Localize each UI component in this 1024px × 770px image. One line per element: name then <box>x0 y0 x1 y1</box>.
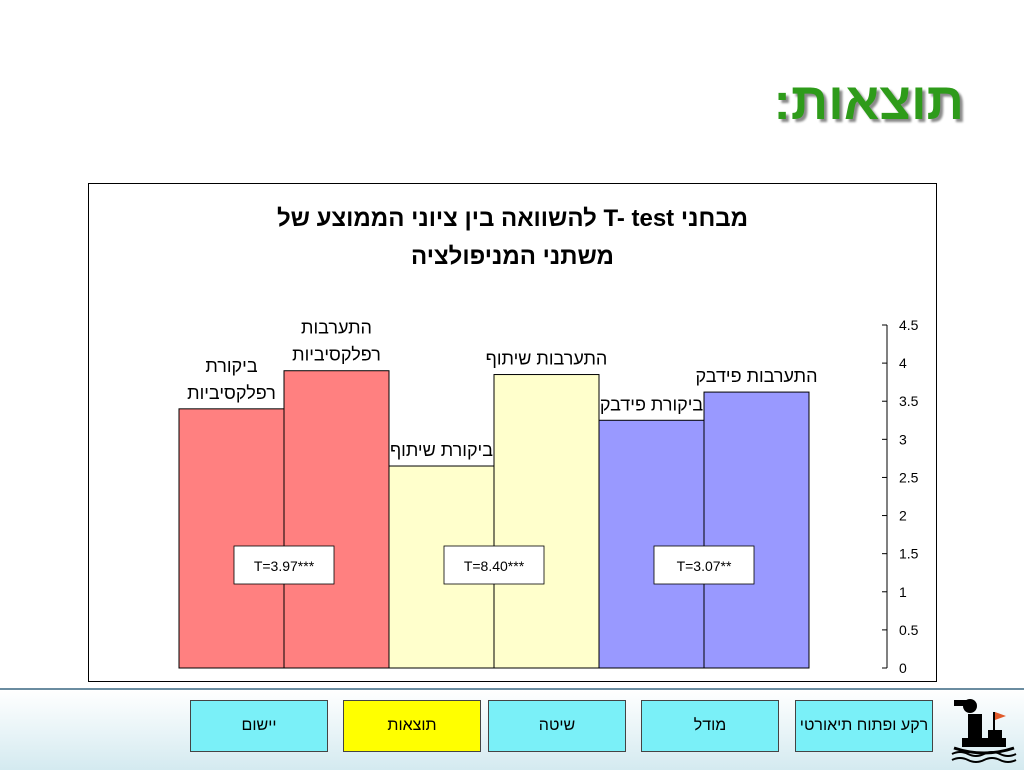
y-axis-tick-label: 4.5 <box>899 317 919 333</box>
bar-category-label: ביקורת פידבק <box>600 394 704 414</box>
y-axis-tick-label: 3.5 <box>899 393 919 409</box>
lookout-ship-icon[interactable] <box>948 694 1020 764</box>
t-test-box <box>233 545 335 585</box>
chart-frame: 0 0.5 1 1.5 2 2.5 3 3.5 4 4.5 ביקורת רפלקסיביות התער… <box>88 183 937 682</box>
bar-chart: 0 0.5 1 1.5 2 2.5 3 3.5 4 4.5 ביקורת רפלקסיביות התער… <box>178 317 919 676</box>
nav-button-results[interactable]: תוצאות <box>343 700 481 752</box>
chart-title-line-1: מבחני T- test להשוואה בין ציוני הממוצע ש… <box>276 205 749 232</box>
t-test-label: T=3.97*** <box>254 558 315 574</box>
slide-title: תוצאות: <box>773 73 964 131</box>
bar <box>703 391 810 669</box>
bar-category-label: ביקורת <box>205 356 257 376</box>
y-axis-tick-label: 2.5 <box>899 469 919 485</box>
bar-category-label: רפלקסיביות <box>292 345 381 365</box>
nav-button-background[interactable]: רקע ופתוח תיאורטי <box>795 700 933 752</box>
t-test-label: T=8.40*** <box>464 558 525 574</box>
y-axis-tick-label: 3 <box>899 431 907 447</box>
y-axis-tick-label: 4 <box>899 355 907 371</box>
nav-button-model[interactable]: מודל <box>641 700 779 752</box>
chart-title: מבחני T- test להשוואה בין ציוני הממוצע ש… <box>89 200 936 276</box>
nav-button-application[interactable]: יישום <box>190 700 328 752</box>
y-axis-tick-label: 0.5 <box>899 622 919 638</box>
t-test-box <box>653 545 755 585</box>
bar-category-label: התערבות שיתוף <box>486 349 608 369</box>
bar <box>598 419 705 669</box>
y-axis-tick-label: 1.5 <box>899 546 919 562</box>
y-axis-tick-label: 1 <box>899 584 907 600</box>
bar-category-label: רפלקסיביות <box>187 383 276 403</box>
bar <box>283 370 390 669</box>
navigation-bar: יישום תוצאות שיטה מודל רקע ופתוח תיאורטי <box>0 688 1024 770</box>
y-axis-tick-label: 0 <box>899 660 907 676</box>
bar-category-label: ביקורת שיתוף <box>390 440 493 460</box>
t-test-label: T=3.07** <box>677 558 732 574</box>
bar <box>493 374 600 669</box>
bar <box>178 408 285 669</box>
bar-category-label: התערבות <box>301 318 372 338</box>
bar-category-label: התערבות פידבק <box>695 366 817 386</box>
chart-title-line-2: משתני המניפולציה <box>411 243 614 270</box>
nav-button-method[interactable]: שיטה <box>488 700 626 752</box>
y-axis-tick-label: 2 <box>899 508 907 524</box>
t-test-box <box>443 545 545 585</box>
